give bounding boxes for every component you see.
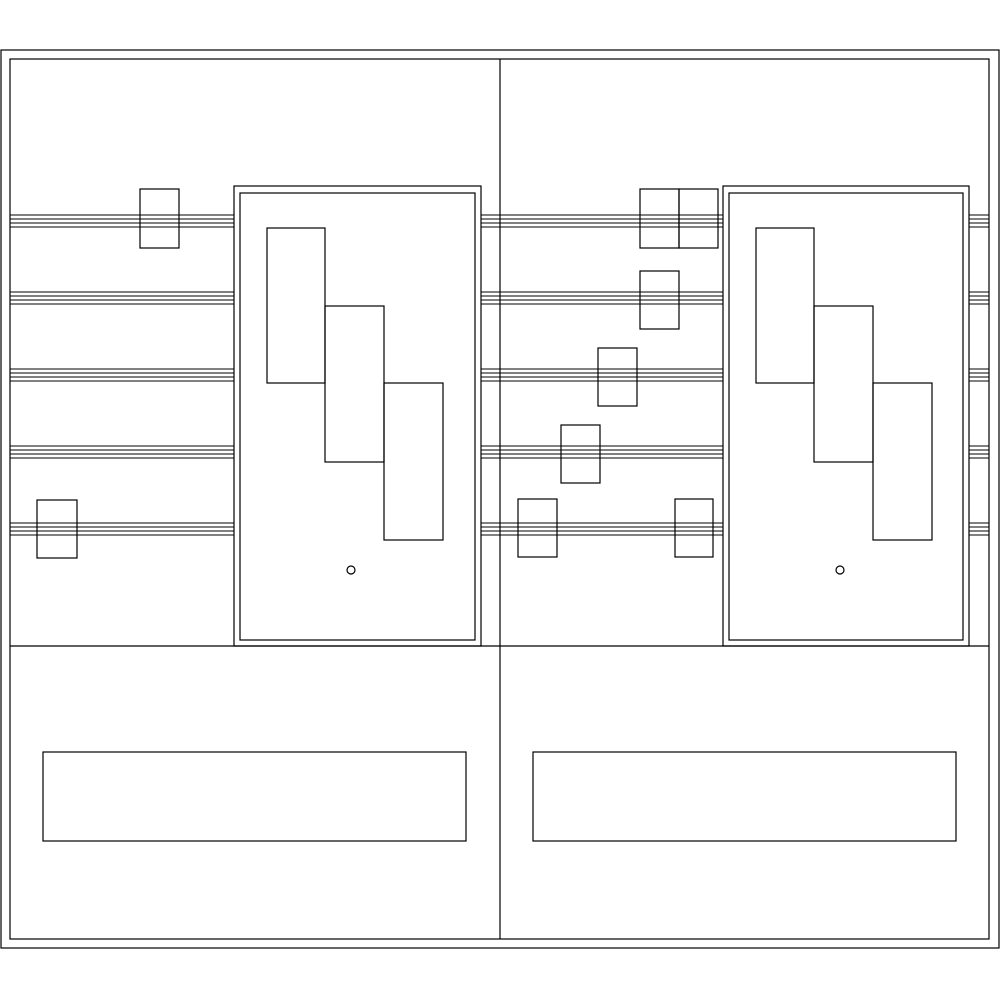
breaker-panel [722,185,970,647]
indicator-circle [346,565,356,575]
terminal-block [639,270,680,330]
terminal-block [560,424,601,484]
breaker-pole [813,305,874,463]
breaker-panel [233,185,482,647]
breaker-panel-inner [728,192,964,641]
label-plate [42,751,467,842]
breaker-pole [266,227,326,384]
terminal-block [674,498,714,558]
terminal-block [36,499,78,559]
breaker-pole [755,227,815,384]
din-rails [10,214,989,536]
breaker-pole [872,382,933,541]
devices [36,185,970,842]
breaker-pole [383,382,444,541]
terminal-block [139,188,180,249]
terminal-block [597,347,638,407]
breaker-panel-inner [239,192,476,641]
breaker-panel-outer [722,185,970,647]
enclosure-outer [0,49,1000,949]
label-plate [532,751,957,842]
indicator-circle [835,565,845,575]
breaker-panel-outer [233,185,482,647]
breaker-pole [324,305,385,463]
terminal-block [517,498,558,558]
terminal-block [678,188,719,249]
